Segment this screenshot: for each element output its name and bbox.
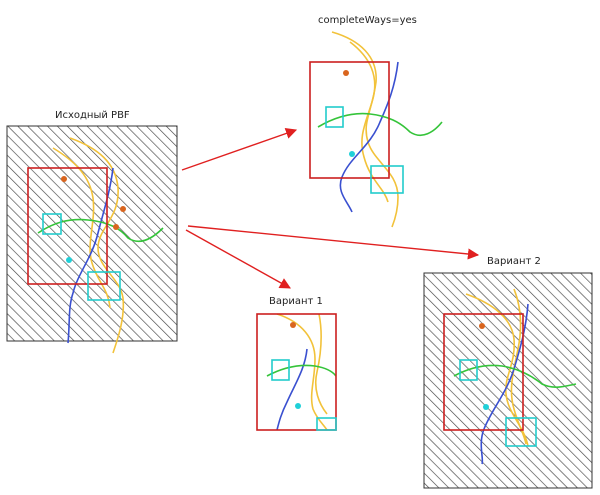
variant1-square-left: [271, 359, 290, 381]
complete-ways-node-orange: [343, 70, 349, 76]
complete-ways-group: completeWays=yes: [309, 15, 443, 228]
source-square-left: [42, 213, 62, 235]
source-pbf-group: Исходный PBF: [6, 110, 178, 354]
source-node-orange-2: [120, 206, 126, 212]
variant2-content: [443, 288, 577, 465]
complete-ways-bbox: [309, 61, 390, 179]
arrow-to-variant1: [185, 229, 291, 289]
variant2-group: Вариант 2: [423, 256, 593, 489]
variant1-content: [256, 313, 337, 431]
source-square-bottom: [87, 271, 121, 301]
complete-ways-node-cyan: [349, 151, 355, 157]
variant1-square-bottom: [316, 417, 337, 431]
complete-ways-square-bottom: [370, 165, 404, 194]
complete-ways-content: [309, 31, 443, 228]
arrow-to-variant2: [187, 225, 480, 260]
variant1-node-orange: [290, 322, 296, 328]
variant2-square-left: [459, 359, 478, 381]
variant2-label: Вариант 2: [487, 256, 541, 267]
variant1-node-cyan: [295, 403, 301, 409]
variant2-square-bottom: [505, 417, 537, 447]
source-pbf-content: [27, 137, 164, 354]
source-bbox: [27, 167, 108, 285]
source-node-cyan: [66, 257, 72, 263]
source-node-orange-1: [61, 176, 67, 182]
variant2-bbox: [443, 313, 524, 431]
variant1-group: Вариант 1: [256, 296, 337, 431]
source-node-orange-3: [113, 224, 119, 230]
complete-ways-square-left: [325, 106, 344, 128]
complete-ways-label: completeWays=yes: [318, 15, 417, 26]
variant2-hatch: [423, 272, 593, 489]
variant2-node-cyan: [483, 404, 489, 410]
arrow-to-complete-ways: [181, 128, 298, 171]
variant2-node-orange: [479, 323, 485, 329]
variant1-bbox: [256, 313, 337, 431]
variant1-label: Вариант 1: [269, 296, 323, 307]
source-pbf-label: Исходный PBF: [55, 110, 130, 121]
arrows: [181, 128, 480, 289]
